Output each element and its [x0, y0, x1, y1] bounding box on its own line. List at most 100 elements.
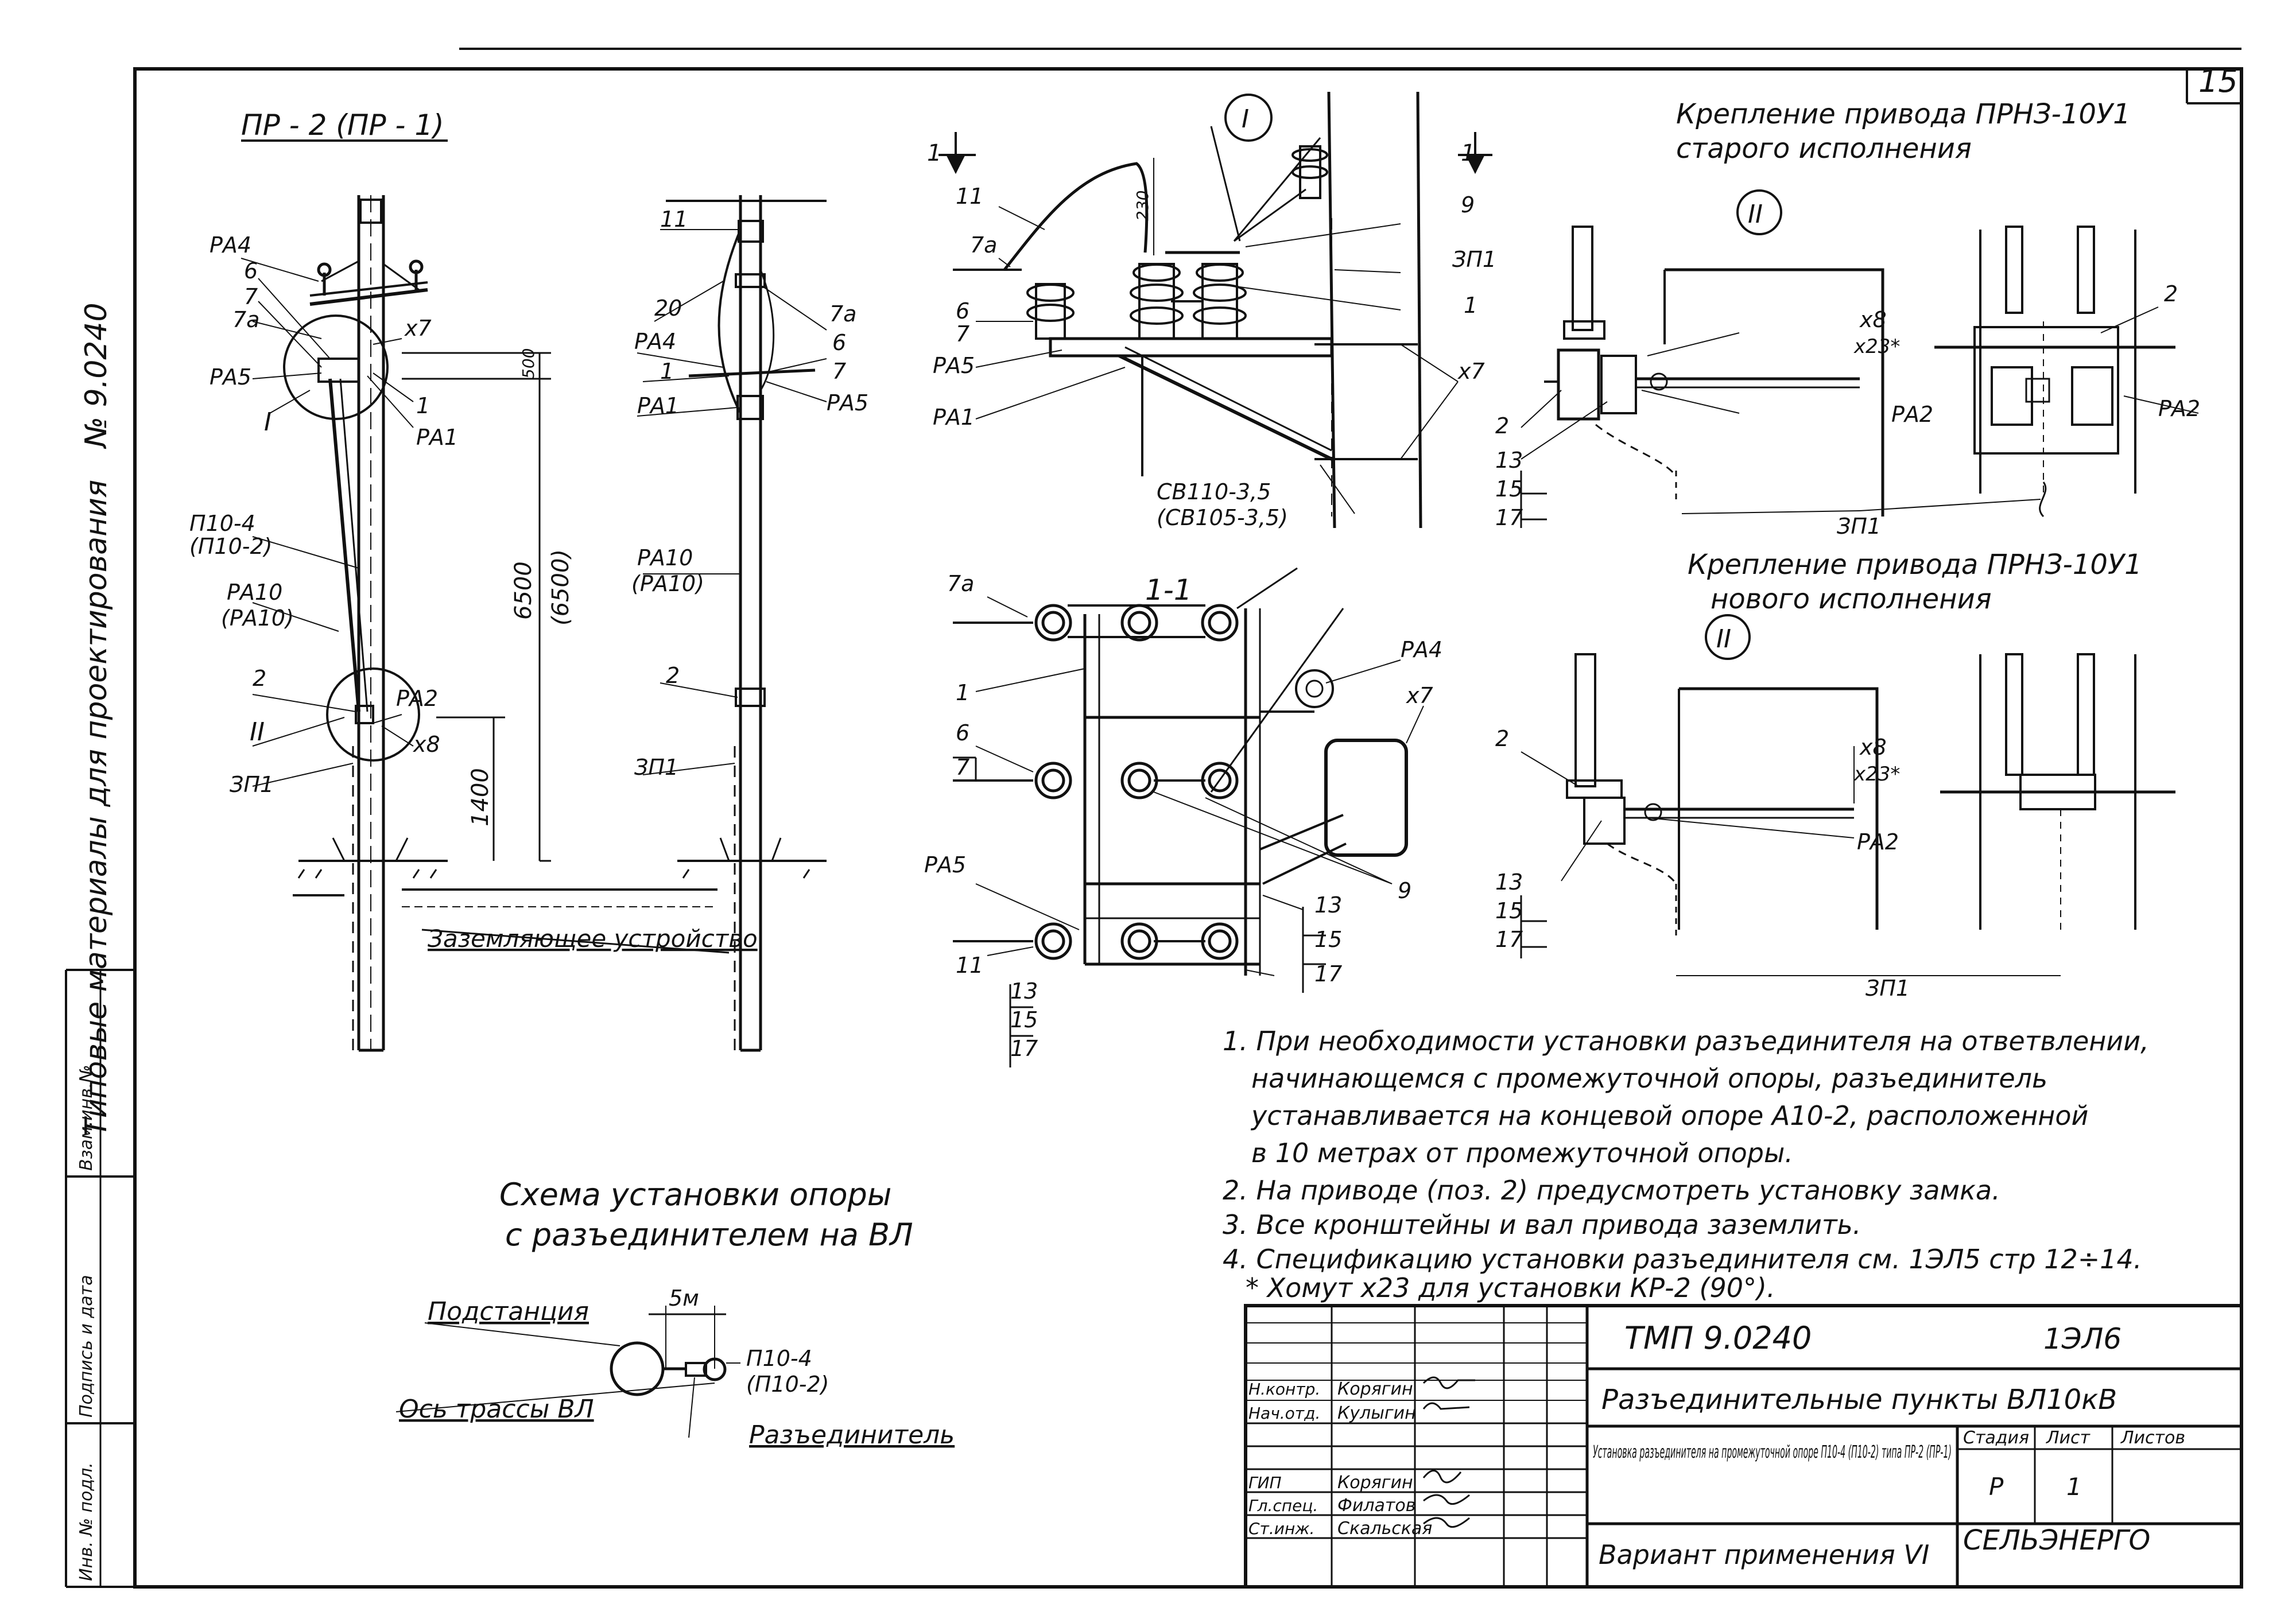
v2-label-ra10b: (РА10): [631, 571, 704, 596]
d1-label-zp1: ЗП1: [1452, 247, 1496, 272]
s11-label-17b: 17: [1314, 961, 1342, 987]
dim-500: 500: [519, 348, 538, 379]
do-label-x8: х8: [1859, 307, 1887, 332]
do-label-13: 13: [1495, 448, 1523, 473]
label-7: 7: [244, 284, 258, 309]
label-7a: 7а: [232, 307, 259, 332]
d1-label-ra1: РА1: [933, 405, 975, 430]
tb-doc-code: ТМП 9.0240: [1624, 1320, 1812, 1356]
detail-1: [938, 91, 1492, 529]
dn-label-17: 17: [1495, 927, 1523, 952]
label-zp1: ЗП1: [230, 772, 274, 797]
do-label-15: 15: [1495, 476, 1523, 502]
s11-label-7a: 7а: [947, 571, 974, 596]
left-stamp-text: Типовые материалы для проектирования: [79, 480, 114, 1136]
tb-name-6: Скальская: [1337, 1519, 1432, 1539]
label-1: 1: [416, 393, 430, 418]
section-1-1: [953, 567, 1424, 1067]
tb-role-6: Ст.инж.: [1248, 1519, 1314, 1538]
d1-dim-230: 230: [1133, 191, 1152, 221]
scheme-disconnector: Разъединитель: [749, 1420, 955, 1450]
tb-sheet-code: 1ЭЛ6: [2043, 1322, 2122, 1356]
label-roman-2: II: [250, 717, 265, 747]
tb-sheets-header: Листов: [2120, 1428, 2185, 1448]
tb-role-1: Н.контр.: [1248, 1380, 1320, 1399]
s11-label-13b: 13: [1314, 892, 1342, 918]
note-line-6: 3. Все кронштейны и вал привода заземлит…: [1223, 1209, 1861, 1240]
tb-org: СЕЛЬЭНЕРГО: [1963, 1524, 2150, 1556]
side-cell-sign: Подпись и дата: [76, 1275, 96, 1418]
tb-sheet-header: Лист: [2046, 1428, 2091, 1448]
pole-view-1-labels: ПР - 2 (ПР - 1) РА4 6 7 7а РА5 I х7 1 РА…: [189, 108, 758, 953]
title-block: [1244, 1304, 2243, 1589]
drive-old-title-1: Крепление привода ПРНЗ-10У1: [1676, 98, 2131, 130]
v2-label-ra4: РА4: [634, 329, 676, 354]
dn-label-zp1: ЗП1: [1865, 976, 1910, 1001]
dn-label-ra2: РА2: [1857, 829, 1899, 855]
d1-section-right: 1: [1461, 140, 1475, 166]
v2-label-6: 6: [832, 330, 846, 355]
s11-label-15b: 15: [1314, 927, 1342, 952]
v2-label-7: 7: [832, 359, 846, 384]
tb-stage-header: Стадия: [1963, 1428, 2029, 1448]
pole-view-2-labels: 11 20 РА4 1 РА1 7а 6 7 РА5 РА10 (РА10) 2…: [631, 207, 868, 780]
s11-label-15: 15: [1010, 1007, 1038, 1032]
note-line-2: начинающемся с промежуточной опоры, разъ…: [1251, 1063, 2047, 1094]
drive-old: [1520, 189, 2199, 528]
v2-label-ra10: РА10: [637, 545, 693, 570]
s11-label-7: 7: [956, 755, 969, 780]
detail-1-labels: I 1 1 11 7а 6 7 РА5 РА1 230 9 ЗП1 1 х7 С…: [927, 104, 1496, 530]
page-number: 15: [2198, 63, 2238, 99]
scheme-title-2: с разъединителем на ВЛ: [505, 1217, 913, 1253]
s11-label-x7: х7: [1406, 683, 1433, 708]
note-line-1: 1. При необходимости установки разъедини…: [1223, 1026, 2149, 1057]
support-scheme-labels: Схема установки опоры с разъединителем н…: [399, 1177, 955, 1450]
label-ra5: РА5: [210, 364, 251, 390]
tb-role-4: ГИП: [1248, 1473, 1282, 1492]
drive-new-roman: II: [1716, 624, 1731, 654]
note-line-4: в 10 метрах от промежуточной опоры.: [1251, 1137, 1793, 1168]
note-line-3: устанавливается на концевой опоре А10-2,…: [1250, 1100, 2088, 1131]
dn-label-2: 2: [1495, 726, 1509, 751]
dim-1400: 1400: [467, 768, 494, 826]
v2-label-7a: 7а: [829, 301, 856, 327]
v2-label-ra1: РА1: [637, 393, 679, 418]
label-ra1: РА1: [416, 425, 458, 450]
d1-label-sv2: (СВ105-3,5): [1157, 505, 1288, 530]
v2-label-zp1: ЗП1: [634, 755, 678, 780]
tb-name-2: Кулыгин: [1337, 1403, 1416, 1423]
sheet-frame: [65, 48, 2243, 1589]
tb-role-5: Гл.спец.: [1248, 1496, 1318, 1515]
label-grounding-device: Заземляющее устройство: [428, 925, 758, 953]
label-ra2: РА2: [396, 686, 438, 711]
side-cell-inv: Инв. № подл.: [76, 1462, 96, 1581]
tb-stage-value: Р: [1989, 1473, 2004, 1501]
tb-sheet-value: 1: [2066, 1473, 2082, 1501]
tb-name-4: Корягин: [1337, 1473, 1413, 1493]
tb-project: Разъединительные пункты ВЛ10кВ: [1601, 1384, 2117, 1416]
s11-label-6: 6: [956, 720, 969, 746]
dn-label-13: 13: [1495, 869, 1523, 895]
do-label-ra2b: РА2: [2158, 396, 2200, 421]
d1-label-x7: х7: [1457, 359, 1485, 384]
drive-new: [1520, 614, 2175, 976]
do-label-ra2: РА2: [1891, 402, 1933, 427]
support-scheme: [395, 1306, 740, 1438]
do-label-x23: х23*: [1853, 335, 1900, 358]
dn-label-15: 15: [1495, 898, 1523, 923]
label-2: 2: [253, 666, 266, 691]
d1-label-ra5: РА5: [933, 353, 975, 378]
v2-label-2: 2: [666, 663, 680, 688]
scheme-support-2: (П10-2): [746, 1372, 829, 1397]
s11-label-ra5: РА5: [924, 852, 966, 877]
v2-label-1: 1: [660, 359, 674, 384]
label-roman-1: I: [264, 407, 272, 437]
v2-label-11: 11: [660, 207, 688, 232]
label-p10-2: (П10-2): [189, 534, 272, 559]
s11-label-13: 13: [1010, 979, 1038, 1004]
s11-label-9: 9: [1398, 878, 1411, 903]
label-ra10b: (РА10): [221, 605, 294, 631]
scheme-axis: Ось трассы ВЛ: [399, 1395, 594, 1424]
d1-label-9: 9: [1461, 192, 1475, 218]
d1-label-7: 7: [956, 321, 969, 347]
